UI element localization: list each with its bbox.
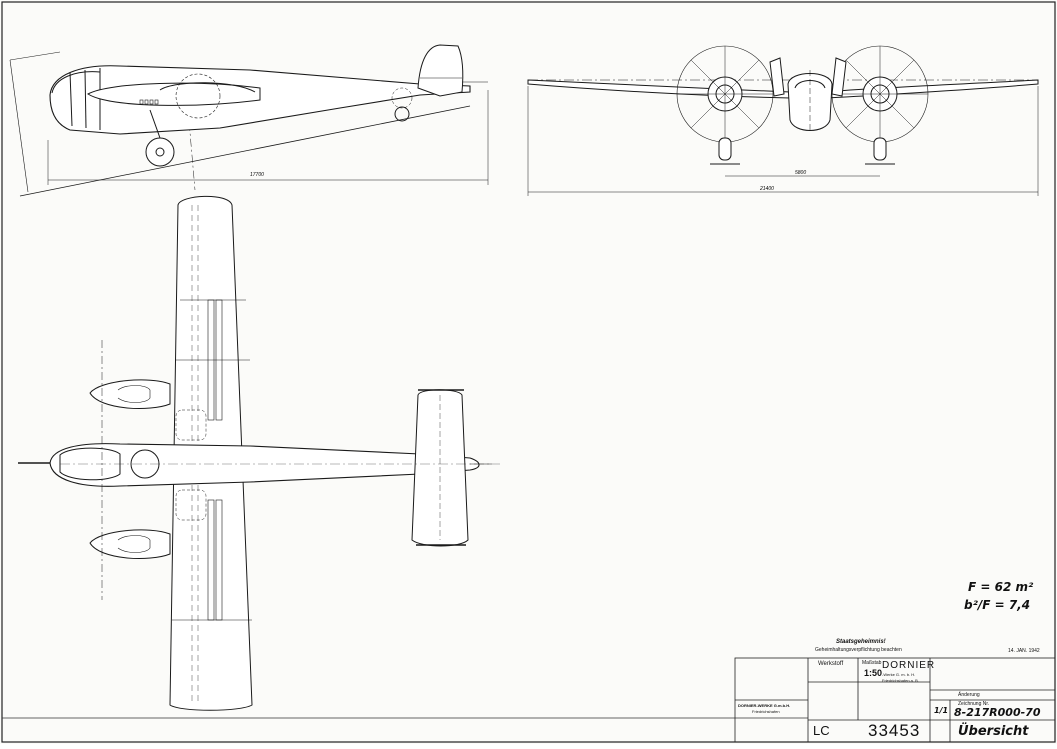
owner-name: DORNIER-WERKE G.m.b.H. (738, 703, 791, 708)
title-block-grid (734, 657, 1056, 743)
span-dim: 21400 (759, 186, 774, 192)
side-view (9, 44, 489, 197)
drawing-no-label: Zeichnung Nr. (958, 701, 990, 707)
company-line2: Friedrichshafen a. B. (882, 678, 919, 683)
front-track-dim: 5800 (795, 170, 806, 176)
archive-number: 33453 (868, 721, 921, 740)
secret-title: Staatsgeheimnis! (836, 639, 886, 645)
date-stamp: 14. JAN. 1942 (1008, 648, 1040, 654)
drawing-number: 8-217R000-70 (954, 706, 1041, 719)
sheet-description: Übersicht (958, 724, 1029, 739)
front-view (527, 45, 1039, 196)
sheet-ref: 1/1 (934, 706, 949, 715)
owner-sub: Friedrichshafen (752, 709, 780, 714)
company-name: DORNIER (882, 660, 936, 671)
company-line1: -Werke G. m. b. H. (882, 672, 916, 677)
area-spec: F = 62 m² (968, 580, 1034, 594)
aspect-ratio-spec: b²/F = 7,4 (964, 598, 1031, 612)
scale-value: 1:50 (864, 668, 883, 678)
archive-prefix: LC (813, 723, 830, 738)
plan-view (18, 195, 500, 711)
secret-note: Geheimhaltungsverpflichtung beachten (815, 647, 902, 653)
werkstoff-label: Werkstoff (818, 661, 844, 667)
massstab-label: Maßstab (862, 660, 882, 666)
side-length-dim: 17700 (250, 172, 264, 178)
aenderung-label: Änderung (958, 692, 980, 698)
